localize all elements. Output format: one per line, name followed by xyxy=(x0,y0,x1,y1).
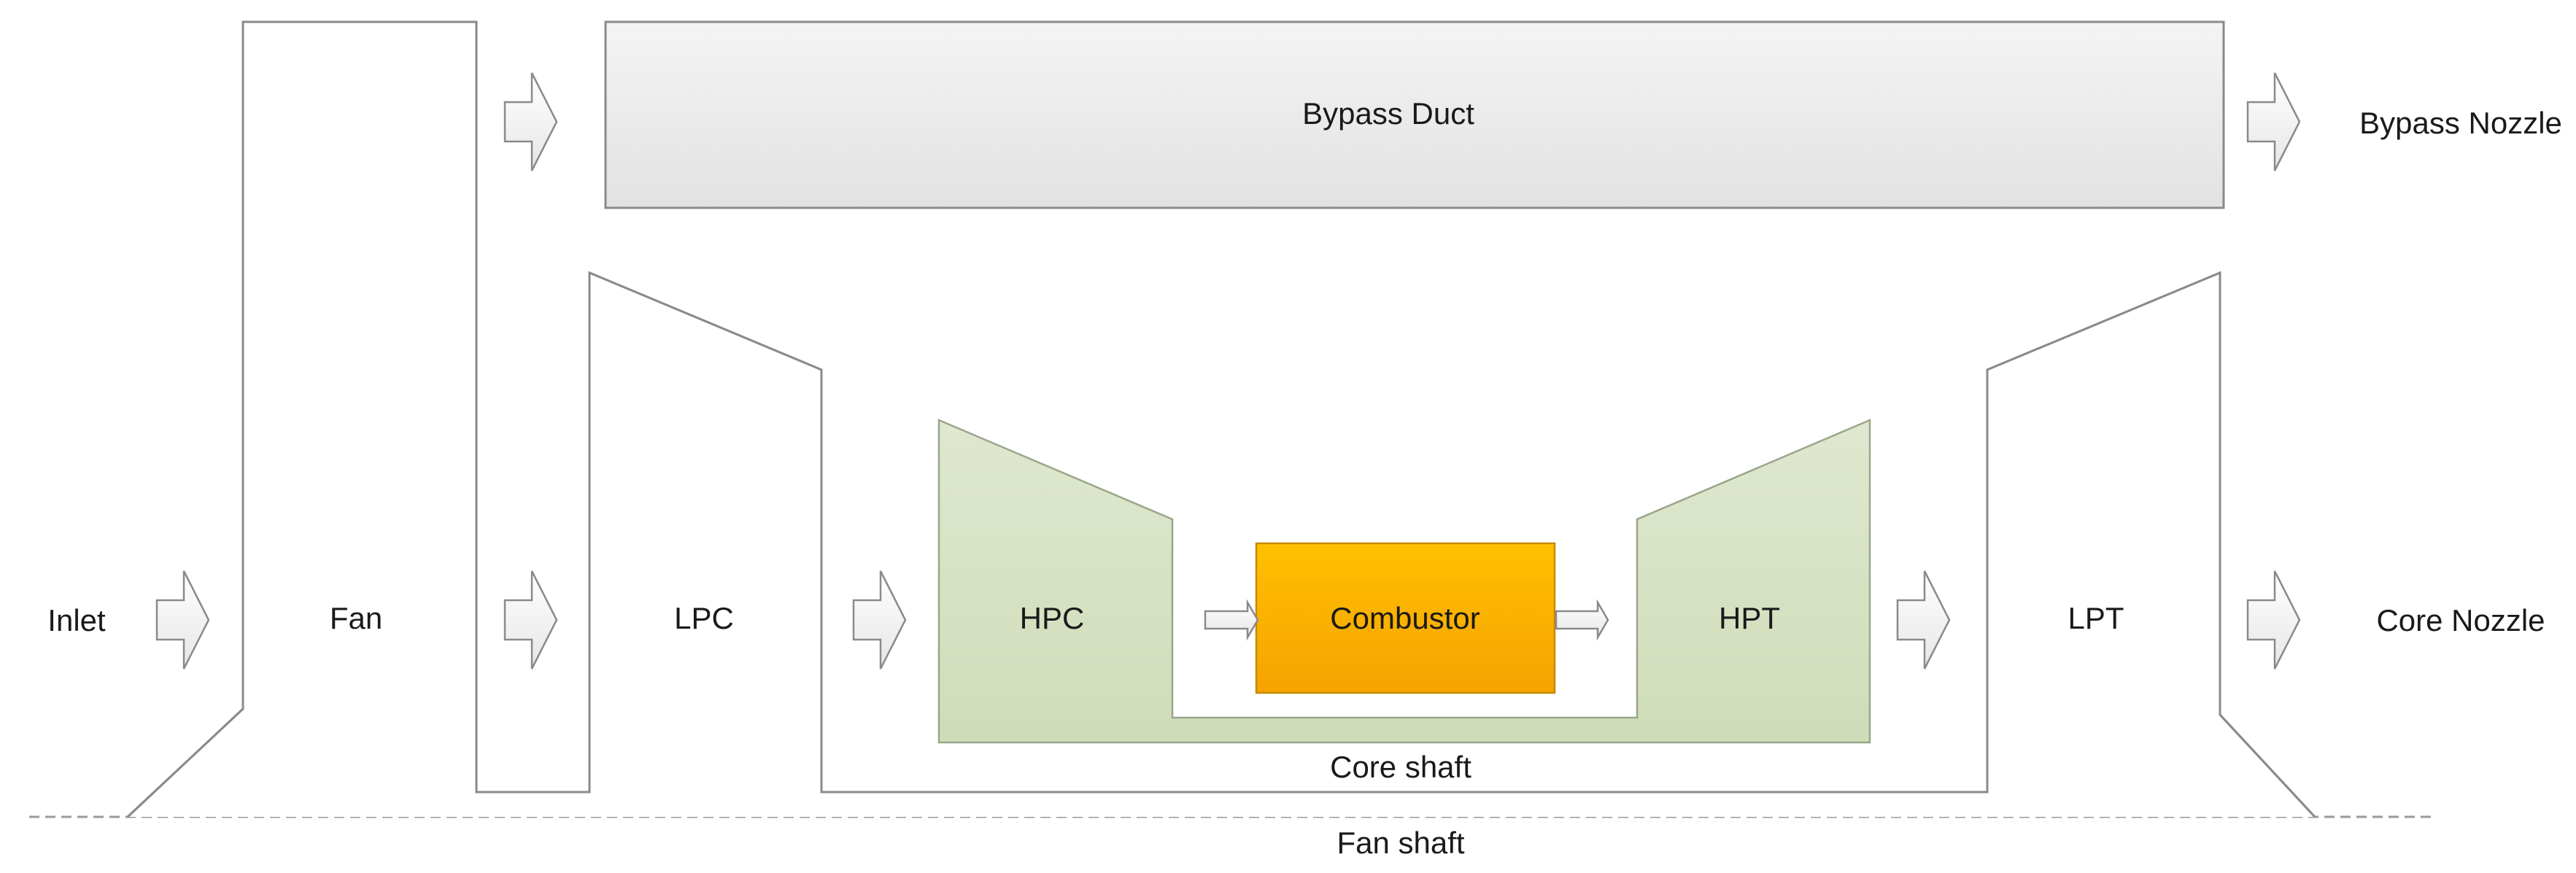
bypass-duct-box xyxy=(604,20,2225,209)
arrow-icon-core-nozzle xyxy=(2246,570,2301,670)
fan-body xyxy=(126,20,589,818)
arrow-icon-lpc-to-hpc xyxy=(852,570,907,670)
hpc-label: HPC xyxy=(1020,601,1085,635)
arrow-icons xyxy=(155,72,2301,670)
arrow-icon-combustor-to-hpt xyxy=(1555,599,1609,641)
hpt-label: HPT xyxy=(1719,601,1780,635)
combustor-label: Combustor xyxy=(1330,601,1480,635)
arrow-icon-fan-to-bypass xyxy=(503,72,558,171)
core-shaft-label: Core shaft xyxy=(1330,750,1471,784)
arrow-icon-fan-to-lpc xyxy=(503,570,558,670)
lp-spool-outline xyxy=(588,271,2221,794)
arrow-icon-hpc-to-combustor xyxy=(1204,599,1259,641)
bypass-duct-label: Bypass Duct xyxy=(1302,96,1474,131)
bypass-nozzle-label: Bypass Nozzle xyxy=(2359,106,2562,140)
fan-shaft-label: Fan shaft xyxy=(1337,826,1464,860)
arrow-icon-hpt-to-lpt xyxy=(1896,570,1951,670)
core-nozzle-label: Core Nozzle xyxy=(2376,603,2545,637)
hp-spool xyxy=(937,419,1871,744)
lpt-label: LPT xyxy=(2068,601,2124,635)
lpc-label: LPC xyxy=(674,601,734,635)
arrow-icon-inlet xyxy=(155,570,210,670)
lpt-tail xyxy=(2219,713,2316,818)
inlet-label: Inlet xyxy=(47,603,106,637)
arrow-icon-bypass-nozzle xyxy=(2246,72,2301,171)
fan-label: Fan xyxy=(330,601,382,635)
